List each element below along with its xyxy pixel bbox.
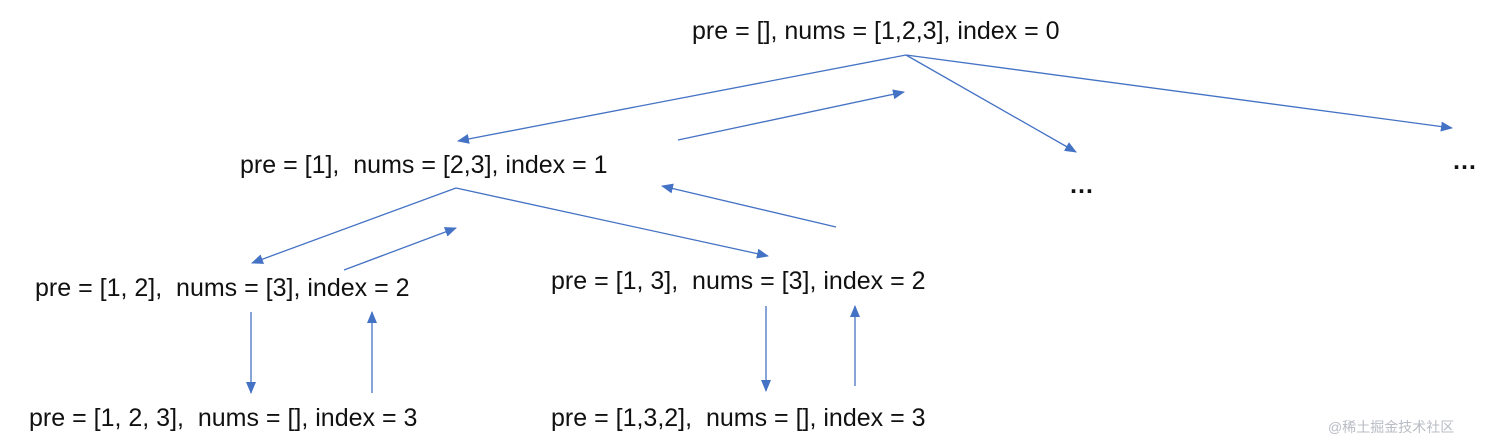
node-level2-right: pre = [1, 3], nums = [3], index = 2	[551, 267, 926, 295]
node-level3-right: pre = [1,3,2], nums = [], index = 3	[551, 404, 926, 432]
ellipsis-right: …	[1452, 147, 1477, 175]
edge-root-to-ellipsis-right	[905, 54, 1453, 132]
edge-level1-return-to-root	[677, 89, 905, 141]
edge-root-to-ellipsis-mid	[905, 54, 1077, 153]
edge-level2-left-return	[343, 227, 457, 271]
edge-level1-to-level2-right	[455, 187, 769, 259]
ellipsis-mid: …	[1069, 171, 1094, 199]
node-level3-left: pre = [1, 2, 3], nums = [], index = 3	[29, 404, 418, 432]
edge-level1-to-level2-left	[251, 187, 457, 264]
node-level2-left: pre = [1, 2], nums = [3], index = 2	[35, 274, 410, 302]
edge-level2-right-return	[661, 183, 837, 228]
node-root: pre = [], nums = [1,2,3], index = 0	[692, 17, 1060, 45]
watermark: @稀土掘金技术社区	[1328, 419, 1455, 435]
node-level1: pre = [1], nums = [2,3], index = 1	[240, 151, 608, 179]
edge-root-to-level1	[457, 54, 907, 144]
